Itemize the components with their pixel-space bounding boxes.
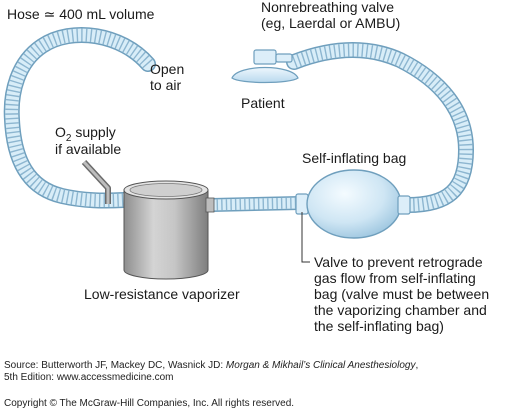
copyright-line: Copyright © The McGraw-Hill Companies, I… bbox=[4, 398, 295, 409]
hose-label: Hose ≃ 400 mL volume bbox=[7, 6, 155, 22]
valve-label-line2: (eg, Laerdal or AMBU) bbox=[261, 15, 401, 31]
retrograde-label-line5: the self-inflating bag) bbox=[314, 318, 444, 334]
o2-supply-pipe bbox=[81, 159, 111, 204]
retrograde-label-line2: gas flow from self-inflating bbox=[314, 270, 476, 286]
open-to-air-label-line1: Open bbox=[150, 61, 185, 77]
source-title: Morgan & Mikhail’s Clinical Anesthesiolo… bbox=[225, 360, 416, 371]
patient-label: Patient bbox=[241, 95, 285, 111]
source-suffix: , bbox=[415, 360, 419, 371]
edition-line: 5th Edition: www.accessmedicine.com bbox=[4, 372, 174, 383]
retrograde-label-line3: bag (valve must be between bbox=[314, 286, 490, 302]
retrograde-label-line1: Valve to prevent retrograde bbox=[314, 254, 483, 270]
patient-hose bbox=[286, 42, 475, 214]
inlet-hose bbox=[3, 27, 156, 209]
o2-supply-label: O2 supply bbox=[55, 124, 116, 144]
o2-symbol: O bbox=[55, 124, 66, 140]
source-prefix: Source: Butterworth JF, Mackey DC, Wasni… bbox=[4, 360, 226, 371]
source-line: Source: Butterworth JF, Mackey DC, Wasni… bbox=[4, 360, 418, 372]
nonrebreathing-valve bbox=[231, 49, 299, 84]
bag-label: Self-inflating bag bbox=[302, 150, 407, 166]
o2-supply-word: supply bbox=[71, 124, 116, 140]
retrograde-label-line4: the vaporizing chamber and bbox=[314, 302, 487, 318]
valve-label-line1: Nonrebreathing valve bbox=[261, 0, 395, 15]
open-to-air-label-line2: to air bbox=[150, 77, 182, 93]
self-inflating-bag bbox=[295, 169, 411, 239]
retrograde-valve-leader bbox=[301, 212, 310, 263]
vaporizer-label: Low-resistance vaporizer bbox=[84, 286, 240, 302]
o2-subscript: 2 bbox=[65, 132, 72, 144]
connecting-tube bbox=[211, 196, 301, 212]
vaporizer-cylinder bbox=[123, 180, 215, 280]
o2-if-available-label: if available bbox=[55, 141, 122, 157]
